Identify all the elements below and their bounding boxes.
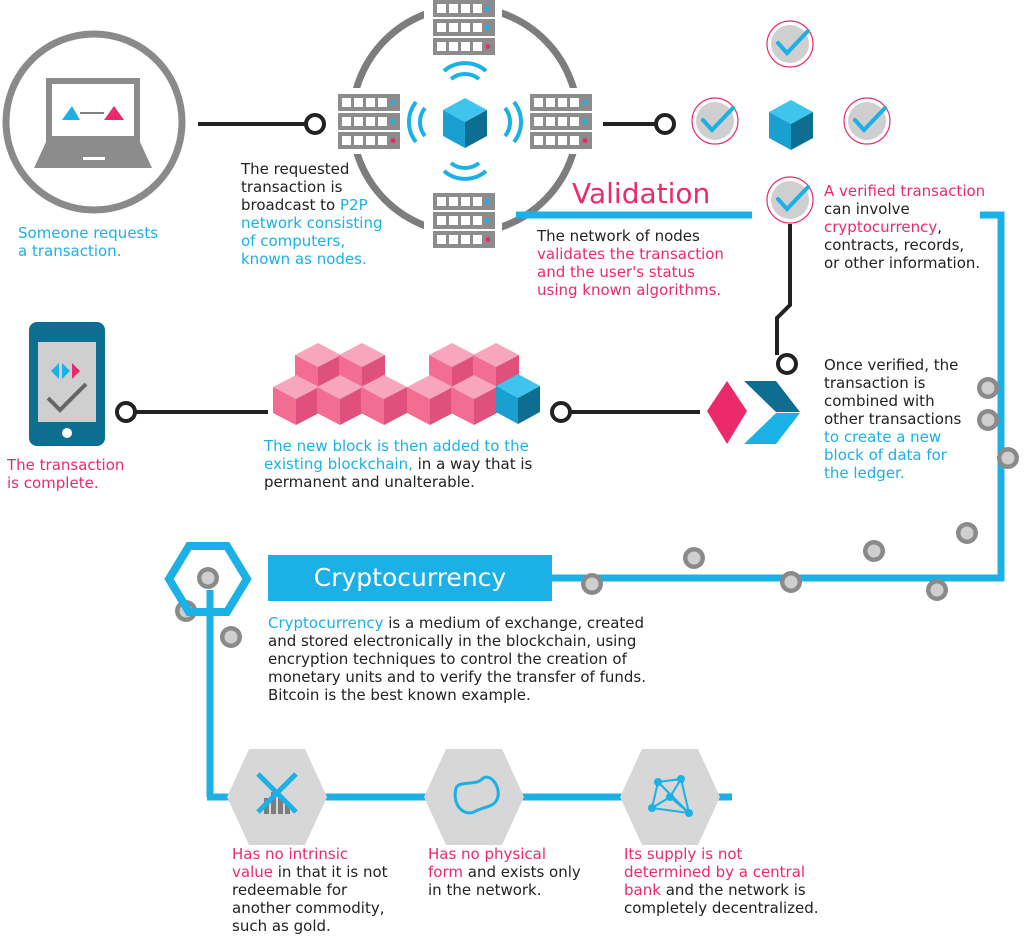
map-shape-icon: [424, 749, 524, 845]
server-icon: [522, 88, 602, 154]
cube-icon: [443, 98, 487, 148]
cube-icon: [769, 100, 813, 150]
fact-decentralized-supply: Its supply is not determined by a centra…: [624, 845, 819, 917]
validation-caption: The network of nodes validates the trans…: [537, 227, 724, 299]
cryptocurrency-title: Cryptocurrency: [313, 563, 507, 592]
verified-caption: A verified transaction can involve crypt…: [824, 182, 986, 272]
fact-no-physical-form: Has no physical form and exists only in …: [428, 845, 581, 899]
complete-caption: The transaction is complete.: [7, 456, 125, 492]
validation-title: Validation: [572, 177, 711, 210]
server-icon: [328, 88, 408, 154]
network-nodes-icon: [620, 749, 720, 845]
hexagon-icon: [164, 542, 252, 616]
broadcast-waves-icon: [406, 61, 524, 181]
check-icon: [690, 96, 740, 146]
check-icon: [842, 96, 892, 146]
fact-no-intrinsic-value: Has no intrinsic value in that it is not…: [232, 845, 388, 935]
check-icon: [765, 175, 815, 225]
check-icon: [765, 19, 815, 69]
server-icon: [424, 186, 502, 250]
merge-arrow-icon: [707, 381, 800, 444]
p2p-network-ring: [328, 0, 602, 250]
cryptocurrency-description: Cryptocurrency is a medium of exchange, …: [268, 614, 646, 704]
phone-icon: [29, 322, 105, 446]
block-added-caption: The new block is then added to the exist…: [264, 437, 533, 491]
falling-chart-icon: [227, 749, 327, 845]
server-icon: [424, 0, 502, 62]
laptop-icon: [2, 30, 186, 214]
combine-caption: Once verified, the transaction is combin…: [824, 356, 962, 482]
step1-caption: Someone requests a transaction.: [18, 224, 159, 260]
step2-caption: The requested transaction is broadcast t…: [241, 160, 383, 268]
blockchain-blocks-icon: [273, 343, 540, 425]
